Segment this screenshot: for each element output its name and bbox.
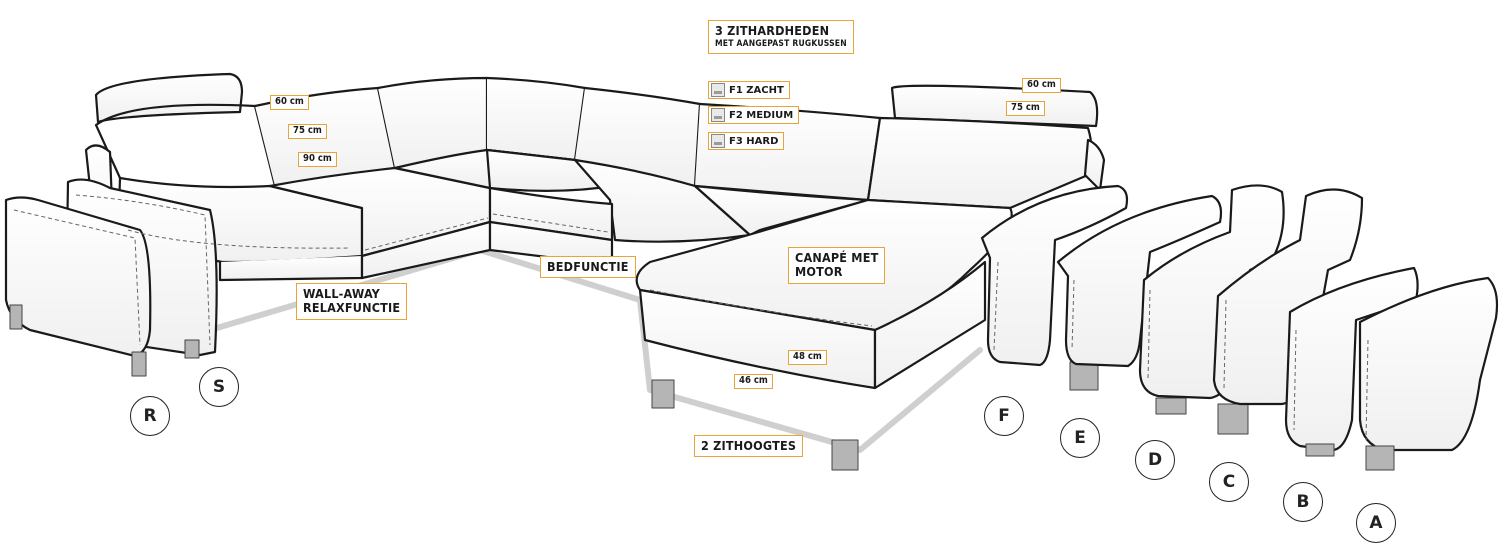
dim-seat-48: 48 cm [788,350,827,365]
firmness-label: F2 MEDIUM [729,109,794,121]
firmness-title-box: 3 ZITHARDHEDEN MET AANGEPAST RUGKUSSEN [708,20,854,55]
dim-left-75: 75 cm [288,124,327,139]
firmness-option-f2: F2 MEDIUM [708,106,800,124]
armrest-letter-f: F [984,396,1024,436]
soft-firmness-icon [711,83,725,97]
wallaway-line1: WALL-AWAY [303,286,380,301]
seat-heights-label: 2 ZITHOOGTES [694,435,804,458]
hard-firmness-icon [711,134,725,148]
armrest-letter-b: B [1283,482,1323,522]
firmness-label: F3 HARD [729,135,779,147]
canape-line2: MOTOR [795,264,843,280]
dim-left-90: 90 cm [298,152,337,167]
dim-left-60: 60 cm [270,95,309,110]
dim-seat-46: 46 cm [734,374,773,389]
armrest-letter-d: D [1135,440,1175,480]
wallaway-line2: RELAXFUNCTIE [303,300,401,316]
wallaway-label: WALL-AWAY RELAXFUNCTIE [296,283,408,320]
firmness-option-f3: F3 HARD [708,132,785,150]
canape-line1: CANAPÉ MET [795,250,879,265]
armrest-letter-a: A [1356,503,1396,543]
armrest-letter-c: C [1209,462,1249,502]
bed-function-label: BEDFUNCTIE [540,256,636,279]
firmness-subtitle: MET AANGEPAST RUGKUSSEN [715,39,847,50]
medium-firmness-icon [711,108,725,122]
firmness-title: 3 ZITHARDHEDEN [715,23,830,38]
canape-label: CANAPÉ MET MOTOR [788,247,886,284]
firmness-label: F1 ZACHT [729,84,784,96]
armrest-letter-r: R [130,396,170,436]
dim-right-75: 75 cm [1006,101,1045,116]
armrest-letter-s: S [199,367,239,407]
firmness-option-f1: F1 ZACHT [708,81,790,99]
dim-right-60: 60 cm [1022,78,1061,93]
armrest-letter-e: E [1060,418,1100,458]
